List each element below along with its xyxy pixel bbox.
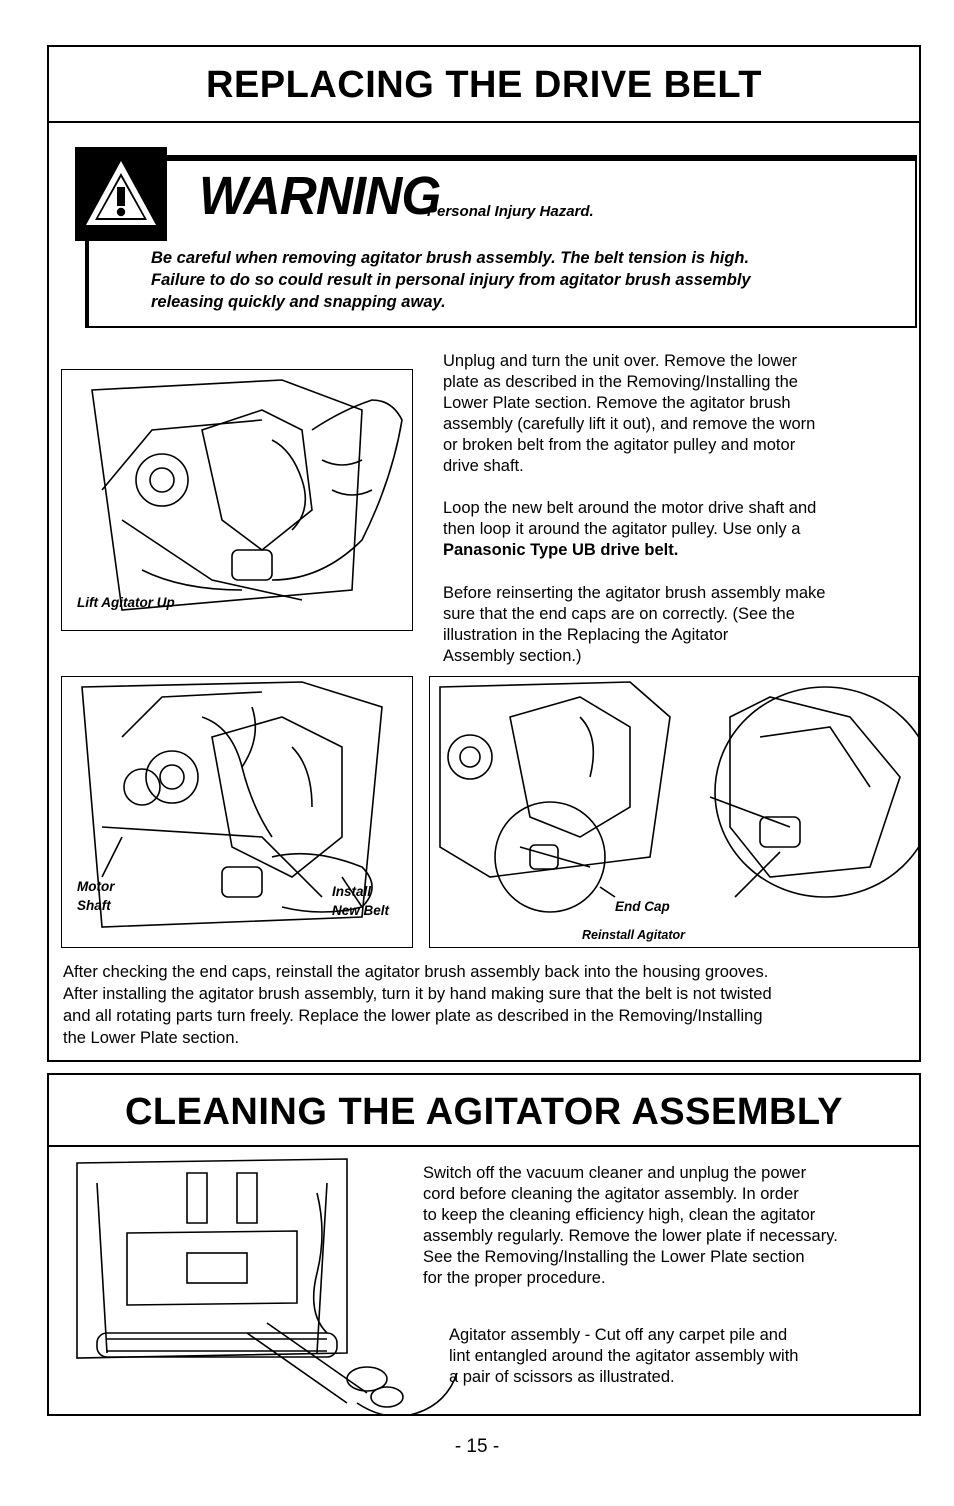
text-line: Agitator assembly - Cut off any carpet p…	[449, 1326, 788, 1344]
step1-text: Unplug and turn the unit over. Remove th…	[443, 351, 913, 477]
closing-text: After checking the end caps, reinstall t…	[63, 961, 913, 1049]
figure-reinstall-agitator	[429, 676, 919, 948]
warning-heading: WARNING	[199, 166, 441, 226]
caption-motor-shaft: Motor Shaft	[77, 877, 115, 915]
text-line: or broken belt from the agitator pulley …	[443, 436, 796, 454]
drive-belt-section: REPLACING THE DRIVE BELT WARNING Persona…	[47, 45, 921, 1062]
agitator-para1: Switch off the vacuum cleaner and unplug…	[423, 1163, 913, 1289]
text-line: plate as described in the Removing/Insta…	[443, 373, 798, 391]
caption-lift-agitator: Lift Agitator Up	[77, 595, 175, 610]
text-line: Before reinserting the agitator brush as…	[443, 584, 826, 602]
caption-line: Shaft	[77, 898, 111, 913]
text-line: a pair of scissors as illustrated.	[449, 1368, 675, 1386]
warning-subheading: Personal Injury Hazard.	[427, 203, 594, 220]
warning-line: releasing quickly and snapping away.	[151, 293, 446, 311]
section-title-drive-belt: REPLACING THE DRIVE BELT	[49, 47, 919, 123]
text-line: Lower Plate section. Remove the agitator…	[443, 394, 791, 412]
belt-type-emphasis: Panasonic Type UB drive belt.	[443, 541, 679, 559]
agitator-cleaning-section: CLEANING THE AGITATOR ASSEMBLY Switch of…	[47, 1073, 921, 1418]
warning-box: WARNING Personal Injury Hazard. Be caref…	[75, 147, 917, 328]
text-line: for the proper procedure.	[423, 1269, 606, 1287]
text-line: Assembly section.)	[443, 647, 582, 665]
text-line: cord before cleaning the agitator assemb…	[423, 1185, 799, 1203]
warning-text: Be careful when removing agitator brush …	[151, 247, 911, 313]
agitator-para2: Agitator assembly - Cut off any carpet p…	[449, 1325, 909, 1388]
step3-text: Before reinserting the agitator brush as…	[443, 583, 913, 667]
caption-reinstall-agitator: Reinstall Agitator	[582, 928, 686, 942]
text-line: illustration in the Replacing the Agitat…	[443, 626, 729, 644]
text-line: the Lower Plate section.	[63, 1029, 240, 1047]
text-line: assembly regularly. Remove the lower pla…	[423, 1227, 838, 1245]
warning-top-rule	[85, 155, 917, 161]
text-line: After installing the agitator brush asse…	[63, 985, 772, 1003]
caption-line: New Belt	[332, 903, 390, 918]
text-line: then loop it around the agitator pulley.…	[443, 520, 801, 538]
step2-text: Loop the new belt around the motor drive…	[443, 498, 913, 561]
figure-cutting-agitator	[67, 1153, 467, 1418]
text-line: See the Removing/Installing the Lower Pl…	[423, 1248, 805, 1266]
warning-triangle-icon	[75, 147, 167, 241]
text-line: sure that the end caps are on correctly.…	[443, 605, 795, 623]
warning-line: Failure to do so could result in persona…	[151, 271, 751, 289]
text-line: Loop the new belt around the motor drive…	[443, 499, 817, 517]
caption-install-new-belt: Install New Belt	[332, 882, 389, 920]
warning-line: Be careful when removing agitator brush …	[151, 249, 750, 267]
caption-end-cap: End Cap	[615, 899, 670, 914]
caption-line: Install	[332, 884, 372, 899]
text-line: assembly (carefully lift it out), and re…	[443, 415, 816, 433]
page-number: - 15 -	[454, 1436, 500, 1457]
text-line: and all rotating parts turn freely. Repl…	[63, 1007, 763, 1025]
section-title-agitator: CLEANING THE AGITATOR ASSEMBLY	[49, 1075, 919, 1147]
text-line: drive shaft.	[443, 457, 524, 475]
text-line: Unplug and turn the unit over. Remove th…	[443, 352, 798, 370]
figure-lift-agitator	[61, 369, 413, 631]
caption-line: Motor	[77, 879, 115, 894]
text-line: Switch off the vacuum cleaner and unplug…	[423, 1164, 807, 1182]
text-line: After checking the end caps, reinstall t…	[63, 963, 769, 981]
text-line: lint entangled around the agitator assem…	[449, 1347, 799, 1365]
figure-install-belt	[61, 676, 413, 948]
text-line: to keep the cleaning efficiency high, cl…	[423, 1206, 816, 1224]
